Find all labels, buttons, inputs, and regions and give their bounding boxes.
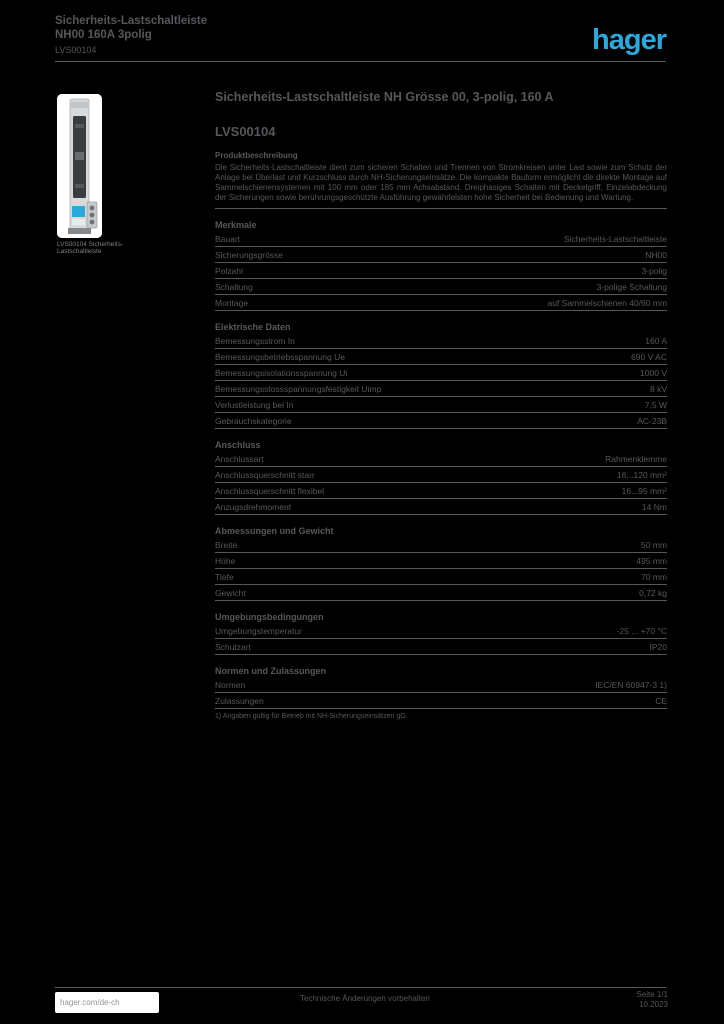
- spec-row: Breite 50 mm: [215, 537, 667, 554]
- spec-label: Gewicht: [215, 588, 246, 599]
- spec-row: Schutzart IP20: [215, 639, 668, 656]
- spec-value: 3-polig: [641, 266, 667, 277]
- spec-row: Normen IEC/EN 60947-3 1): [215, 677, 667, 694]
- spec-label: Verlustleistung bei In: [215, 400, 294, 411]
- footer-divider: [55, 987, 666, 988]
- product-photo-illustration: [57, 94, 102, 238]
- spec-row: Bauart Sicherheits-Lastschaltleiste: [215, 231, 667, 248]
- header-product-block: Sicherheits-Lastschaltleiste NH00 160A 3…: [55, 14, 207, 56]
- spec-value: 70 mm: [641, 572, 667, 583]
- spec-row: Höhe 495 mm: [215, 553, 667, 570]
- spec-label: Normen: [215, 680, 246, 691]
- spec-value: 50 mm: [641, 540, 667, 551]
- spec-label: Bemessungsisolationsspannung Ui: [215, 368, 348, 379]
- product-photo-card: [57, 94, 102, 238]
- spec-row: Polzahl 3-polig: [215, 263, 667, 280]
- spec-row: Bemessungsisolationsspannung Ui 1000 V: [215, 365, 667, 382]
- spec-label: Sicherungsgrösse: [215, 250, 284, 261]
- spec-label: Anzugsdrehmoment: [215, 502, 292, 513]
- main-content: Sicherheits-Lastschaltleiste NH Grösse 0…: [215, 90, 667, 720]
- footer-page-number: Seite 1/1: [636, 990, 668, 999]
- spec-value: auf Sammelschienen 40/60 mm: [547, 298, 667, 309]
- spec-label: Schaltung: [215, 282, 253, 293]
- header-divider: [55, 61, 666, 62]
- footer-page-info: Seite 1/1 10.2023: [636, 990, 668, 1011]
- spec-value: NH00: [645, 250, 667, 261]
- header-product-name-line1: Sicherheits-Lastschaltleiste: [55, 15, 208, 27]
- spec-label: Umgebungstemperatur: [215, 626, 302, 637]
- spec-value: -25 ... +70 °C: [616, 626, 667, 637]
- spec-value: CE: [655, 696, 667, 707]
- spec-value: 14 Nm: [641, 502, 667, 513]
- spec-label: Zulassungen: [215, 696, 264, 707]
- spec-row: Umgebungstemperatur -25 ... +70 °C: [215, 623, 667, 640]
- footer-site-link[interactable]: hager.com/de-ch: [55, 992, 159, 1013]
- spec-value: 16...95 mm²: [621, 486, 667, 497]
- spec-label: Breite: [215, 540, 238, 551]
- spec-row: Gebrauchskategorie AC-23B: [215, 413, 667, 430]
- spec-label: Anschlussquerschnitt starr: [215, 470, 315, 481]
- spec-row: Tiefe 70 mm: [215, 569, 667, 586]
- section-header: Anschluss: [215, 440, 261, 451]
- section-header: Elektrische Daten: [215, 322, 291, 333]
- spec-label: Höhe: [215, 556, 236, 567]
- spec-value: 160 A: [645, 336, 667, 347]
- footnote-text: 1) Angaben gültig für Betrieb mit NH-Sic…: [215, 713, 408, 721]
- footer-disclaimer: Technische Änderungen vorbehalten: [300, 994, 430, 1003]
- spec-label: Gebrauchskategorie: [215, 416, 292, 427]
- spec-value: IEC/EN 60947-3 1): [595, 680, 667, 691]
- description-label: Produktbeschreibung: [215, 151, 298, 161]
- spec-value: 3-polige Schaltung: [596, 282, 667, 293]
- spec-row: Bemessungsstrom In 160 A: [215, 333, 667, 350]
- description-divider: [215, 208, 667, 210]
- page-title: Sicherheits-Lastschaltleiste NH Grösse 0…: [215, 90, 554, 104]
- section-header: Merkmale: [215, 220, 257, 231]
- spec-row: Bemessungsstossspannungsfestigkeit Uimp 8…: [215, 381, 667, 398]
- spec-row: Gewicht 0,72 kg: [215, 585, 667, 602]
- spec-value: 8 kV: [649, 384, 667, 395]
- product-photo-caption: LVS00104 Sicherheits-Lastschaltleiste: [57, 241, 124, 255]
- spec-value: 0,72 kg: [639, 588, 667, 599]
- header-product-reference: LVS00104: [55, 44, 97, 55]
- spec-label: Bauart: [215, 234, 241, 245]
- spec-value: 7,5 W: [644, 400, 667, 411]
- section-header: Normen und Zulassungen: [215, 666, 327, 677]
- section-header: Umgebungsbedingungen: [215, 612, 324, 623]
- spec-value: 495 mm: [636, 556, 667, 567]
- spec-label: Schutzart: [215, 642, 251, 653]
- spec-row: Anzugsdrehmoment 14 Nm: [215, 499, 667, 516]
- spec-row: Bemessungsbetriebsspannung Ue 690 V AC: [215, 349, 667, 366]
- spec-row: Zulassungen CE: [215, 693, 667, 710]
- spec-label: Bemessungsstrom In: [215, 336, 295, 347]
- spec-row: Montage auf Sammelschienen 40/60 mm: [215, 295, 667, 312]
- spec-label: Tiefe: [215, 572, 234, 583]
- spec-value: 16...120 mm²: [616, 470, 667, 481]
- spec-value: 690 V AC: [631, 352, 667, 363]
- spec-row: Verlustleistung bei In 7,5 W: [215, 397, 667, 414]
- description-text: Die Sicherheits-Lastschaltleiste dient z…: [215, 163, 667, 202]
- spec-row: Anschlussquerschnitt starr 16...120 mm²: [215, 467, 667, 484]
- header-product-name-line2: NH00 160A 3polig: [55, 29, 152, 42]
- spec-value: AC-23B: [637, 416, 667, 427]
- spec-label: Anschlussart: [215, 454, 264, 465]
- spec-row: Sicherungsgrösse NH00: [215, 247, 667, 264]
- spec-value: Rahmenklemme: [605, 454, 667, 465]
- spec-label: Anschlussquerschnitt flexibel: [215, 486, 325, 497]
- hager-logo: hager: [592, 24, 667, 56]
- spec-row: Anschlussart Rahmenklemme: [215, 451, 667, 468]
- spec-label: Polzahl: [215, 266, 243, 277]
- product-reference: LVS00104: [215, 124, 276, 140]
- spec-row: Schaltung 3-polige Schaltung: [215, 279, 667, 296]
- spec-label: Bemessungsbetriebsspannung Ue: [215, 352, 345, 363]
- spec-value: Sicherheits-Lastschaltleiste: [564, 234, 667, 245]
- spec-value: 1000 V: [640, 368, 667, 379]
- section-header: Abmessungen und Gewicht: [215, 526, 334, 537]
- spec-value: IP20: [649, 642, 668, 653]
- spec-row: Anschlussquerschnitt flexibel 16...95 mm²: [215, 483, 667, 500]
- spec-label: Bemessungsstossspannungsfestigkeit Uimp: [215, 384, 382, 395]
- spec-label: Montage: [215, 298, 249, 309]
- footer-date: 10.2023: [639, 1000, 668, 1010]
